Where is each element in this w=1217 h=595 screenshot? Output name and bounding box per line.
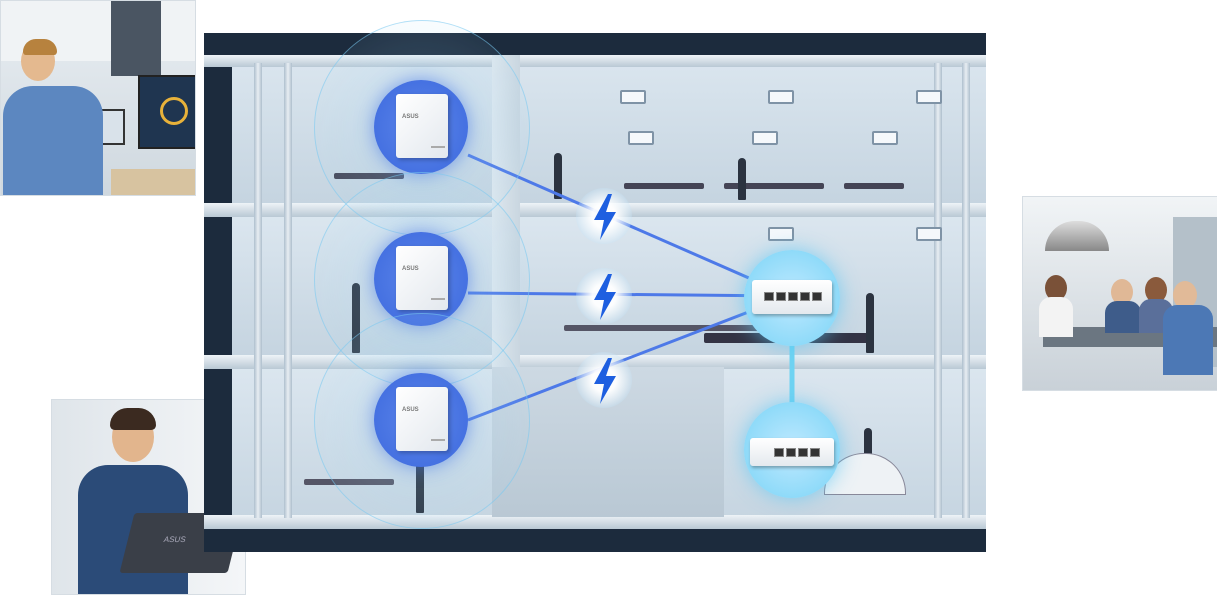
wall-access-point-icon: ASUS (396, 246, 448, 310)
ap-logo: ASUS (402, 407, 419, 413)
ap-logo: ASUS (402, 266, 419, 272)
wall-access-point-icon: ASUS (396, 387, 448, 451)
meeting-room-photo (1022, 196, 1217, 391)
lightning-bolt-icon (576, 188, 632, 244)
gateway-router (744, 402, 840, 498)
poe-switch-icon (752, 280, 832, 314)
router-icon (750, 438, 834, 466)
access-point-3: ASUS (374, 373, 468, 467)
ap-logo: ASUS (402, 114, 419, 120)
poe-switch (744, 250, 840, 346)
lightning-bolt-icon (576, 268, 632, 324)
wall-access-point-icon: ASUS (396, 94, 448, 158)
access-point-1: ASUS (374, 80, 468, 174)
office-worker-photo (0, 0, 196, 196)
monitor-icon (138, 75, 195, 149)
lightning-bolt-icon (576, 352, 632, 408)
access-point-2: ASUS (374, 232, 468, 326)
